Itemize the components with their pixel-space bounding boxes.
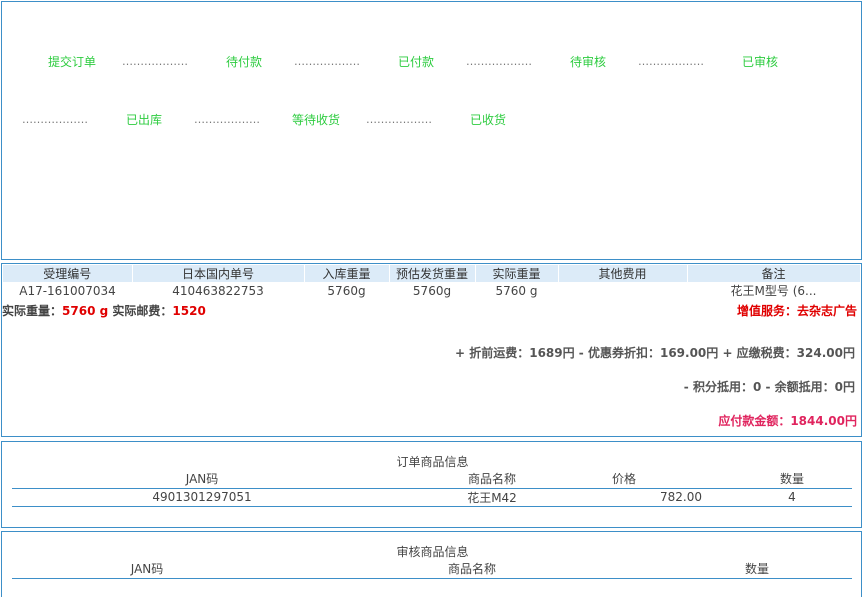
- product-name-value: 花王M42: [392, 488, 592, 507]
- other-fee-value: [558, 282, 687, 299]
- order-table-header: 受理编号 日本国内单号 入库重量 预估发货重量 实际重量 其他费用 备注: [3, 265, 861, 282]
- actual-weight-label: 实际重量：: [2, 304, 63, 318]
- est-weight-value: 5760g: [412, 283, 452, 298]
- step-separator: ………………: [466, 55, 532, 68]
- jan-value: 4901301297051: [12, 488, 392, 507]
- order-info-panel: 受理编号 日本国内单号 入库重量 预估发货重量 实际重量 其他费用 备注 A17…: [1, 263, 862, 437]
- audit-goods-table: JAN码 商品名称 数量: [12, 560, 852, 579]
- col-price: 价格: [592, 470, 732, 489]
- step-separator: ………………: [638, 55, 704, 68]
- audit-goods-title: 审核商品信息: [396, 545, 469, 559]
- col-est-weight: 预估发货重量: [389, 265, 476, 282]
- fee-breakdown-line: + 折前运费：1689円 - 优惠券折扣：169.00円 + 应缴税费：324.…: [455, 346, 855, 360]
- quantity-value: 4: [732, 488, 852, 507]
- step-separator: ………………: [194, 113, 260, 126]
- col-remark: 备注: [687, 265, 861, 282]
- col-other-fee: 其他费用: [558, 265, 688, 282]
- step-pending-payment: 待付款: [226, 55, 263, 69]
- price-value: 782.00: [592, 488, 732, 507]
- postage-label: 实际邮费：: [112, 304, 173, 318]
- step-separator: ………………: [294, 55, 360, 68]
- step-reviewed: 已审核: [742, 55, 779, 69]
- col-accept-no: 受理编号: [3, 265, 133, 282]
- order-progress-panel: 提交订单 ……………… 待付款 ……………… 已付款 ……………… 待审核 ………: [1, 1, 862, 260]
- col-in-weight: 入库重量: [304, 265, 390, 282]
- in-weight-value: 5760g: [327, 283, 366, 298]
- order-goods-table: JAN码 商品名称 价格 数量 4901301297051 花王M42 782.…: [12, 470, 852, 507]
- table-row: 4901301297051 花王M42 782.00 4: [12, 488, 852, 507]
- accept-no-value: A17-161007034: [19, 283, 116, 298]
- order-goods-title: 订单商品信息: [396, 455, 469, 469]
- col-jan: JAN码: [12, 560, 282, 579]
- goods-table-header: JAN码 商品名称 价格 数量: [12, 470, 852, 489]
- weight-postage-summary: 实际重量：5760 g 实际邮费：1520: [2, 302, 206, 319]
- audit-goods-panel: 审核商品信息 JAN码 商品名称 数量: [1, 531, 862, 597]
- col-actual-weight: 实际重量: [475, 265, 559, 282]
- jp-tracking-value: 410463822753: [172, 283, 264, 298]
- order-info-table: 受理编号 日本国内单号 入库重量 预估发货重量 实际重量 其他费用 备注 A17…: [3, 265, 861, 299]
- step-submit-order: 提交订单: [48, 55, 97, 69]
- audit-table-header: JAN码 商品名称 数量: [12, 560, 852, 579]
- col-product-name: 商品名称: [392, 470, 592, 489]
- col-quantity: 数量: [732, 470, 852, 489]
- order-goods-panel: 订单商品信息 JAN码 商品名称 价格 数量 4901301297051 花王M…: [1, 441, 862, 528]
- table-row: A17-161007034 410463822753 5760g 5760g 5…: [3, 282, 860, 299]
- postage-amount: 1520: [172, 304, 206, 318]
- col-jp-tracking: 日本国内单号: [132, 265, 305, 282]
- remark-value[interactable]: 花王M型号 (6...: [730, 284, 817, 298]
- step-shipped-out: 已出库: [126, 113, 163, 127]
- value-added-service: 增值服务：去杂志广告: [736, 304, 857, 318]
- col-quantity: 数量: [662, 560, 852, 579]
- step-awaiting-receipt: 等待收货: [292, 113, 341, 127]
- step-separator: ………………: [122, 55, 188, 68]
- step-paid: 已付款: [398, 55, 435, 69]
- step-separator: ………………: [366, 113, 432, 126]
- actual-weight-amount: 5760 g: [62, 304, 109, 318]
- actual-weight-value: 5760 g: [495, 283, 538, 298]
- step-separator: ………………: [22, 113, 88, 126]
- col-jan: JAN码: [12, 470, 392, 489]
- step-received: 已收货: [470, 113, 507, 127]
- deduction-line: - 积分抵用：0 - 余额抵用：0円: [683, 380, 855, 394]
- col-product-name: 商品名称: [282, 560, 662, 579]
- step-pending-review: 待审核: [570, 55, 607, 69]
- amount-payable: 应付款金额：1844.00円: [718, 414, 857, 428]
